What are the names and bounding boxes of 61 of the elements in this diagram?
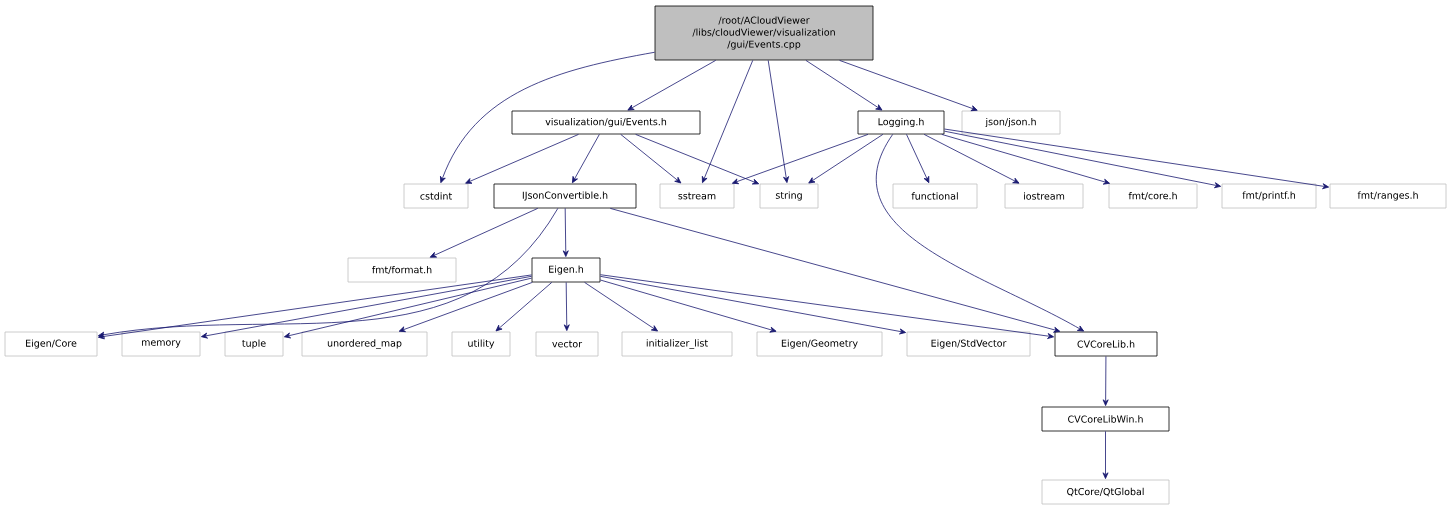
header-file-box: Eigen.h — [531, 257, 601, 283]
external-header-box: fmt/ranges.h — [1329, 183, 1447, 209]
external-header-box: utility — [451, 331, 511, 357]
arrow — [98, 274, 532, 340]
arrow — [941, 134, 1110, 185]
arrow — [627, 60, 717, 111]
external-header-box: cstdint — [403, 183, 469, 209]
external-header-box: sstream — [659, 183, 735, 209]
arrow — [944, 130, 1222, 189]
header-file-box: CVCoreLib.h — [1054, 331, 1158, 357]
arrow — [600, 275, 907, 335]
arrow — [495, 282, 553, 332]
arrow — [584, 282, 658, 332]
arrow — [1102, 356, 1109, 406]
external-header-box: Eigen/Core — [4, 331, 98, 357]
arrow — [609, 208, 1061, 333]
external-header-box: fmt/printf.h — [1221, 183, 1317, 209]
header-file-box: visualization/gui/Events.h — [511, 110, 701, 135]
arrow — [805, 60, 883, 111]
arrow — [944, 128, 1329, 190]
arrow — [906, 134, 930, 184]
arrow — [201, 275, 532, 339]
external-header-box: functional — [892, 183, 978, 209]
header-file-box: IJsonConvertible.h — [493, 183, 637, 209]
external-header-box: fmt/format.h — [347, 257, 457, 283]
external-header-box: tuple — [224, 331, 284, 357]
arrow — [600, 279, 777, 333]
arrow — [635, 134, 760, 185]
arrow — [572, 134, 600, 184]
arrow — [731, 134, 869, 185]
external-header-box: Eigen/Geometry — [756, 331, 883, 357]
arrow — [563, 282, 570, 331]
arrow — [767, 60, 789, 183]
arrow — [465, 134, 579, 184]
external-header-box: Eigen/StdVector — [906, 331, 1031, 357]
header-file-box: Logging.h — [857, 110, 945, 135]
external-header-box: iostream — [1004, 183, 1084, 209]
arrow — [440, 51, 655, 184]
arrow — [98, 208, 559, 338]
external-header-box: QtCore/QtGlobal — [1041, 479, 1170, 505]
header-file-box: CVCoreLibWin.h — [1041, 406, 1170, 432]
arrow — [701, 60, 754, 184]
arrow — [1102, 431, 1109, 479]
arrow — [923, 134, 1020, 184]
arrow — [600, 274, 1054, 339]
arrow — [808, 134, 884, 184]
external-header-box: vector — [535, 331, 599, 357]
arrow — [429, 208, 539, 258]
external-header-box: unordered_map — [301, 331, 428, 357]
external-header-box: string — [759, 183, 819, 209]
external-header-box: initializer_list — [621, 331, 733, 357]
arrow — [562, 208, 569, 257]
arrow — [875, 134, 1085, 332]
arrow — [284, 277, 532, 339]
external-header-box: fmt/core.h — [1108, 183, 1198, 209]
external-header-box: memory — [121, 331, 201, 357]
external-header-box: json/json.h — [961, 110, 1061, 135]
arrow — [398, 282, 533, 333]
arrow — [620, 134, 682, 184]
arrow — [839, 60, 978, 112]
source-file-box: /root/ACloudViewer /libs/cloudViewer/visualization /gui/Events.cpp — [654, 5, 874, 61]
